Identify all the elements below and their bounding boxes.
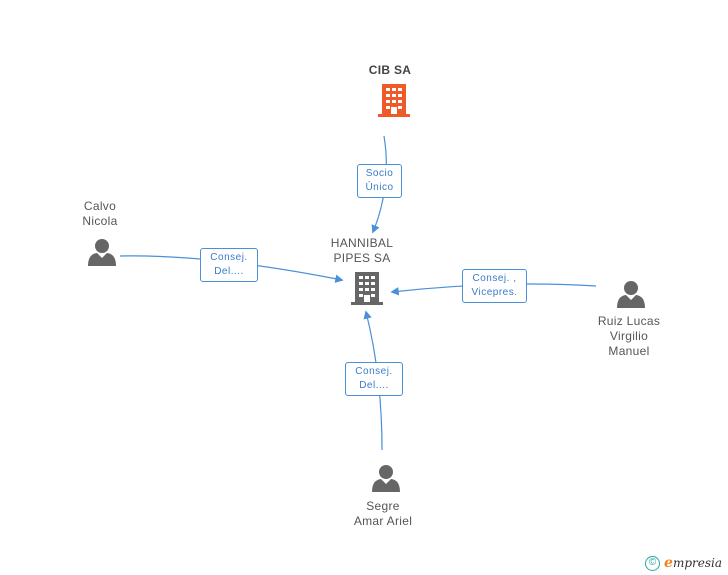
person-icon[interactable] — [372, 465, 400, 492]
person-label-segre[interactable]: Segre Amar Ariel — [353, 499, 413, 528]
empresia-logo: empresia — [664, 555, 722, 571]
building-icon[interactable] — [378, 84, 410, 117]
person-icon[interactable] — [617, 281, 645, 308]
person-label-calvo[interactable]: Calvo Nicola — [82, 199, 118, 228]
person-label-ruiz[interactable]: Ruiz Lucas Virgilio Manuel — [597, 314, 661, 358]
footer-brand[interactable]: ©empresia — [645, 555, 722, 571]
building-icon[interactable] — [351, 272, 383, 305]
relation-label-consej-del[interactable]: Consej. Del.... — [345, 362, 403, 396]
person-icon[interactable] — [88, 239, 116, 266]
relation-label-socio-unico[interactable]: Socio Único — [357, 164, 402, 198]
company-label-hannibal[interactable]: HANNIBAL PIPES SA — [330, 236, 394, 265]
relation-label-consej-del[interactable]: Consej. Del.... — [200, 248, 258, 282]
copyright-icon: © — [645, 555, 661, 571]
company-label-cib[interactable]: CIB SA — [368, 63, 412, 77]
relation-label-consej-vicepres[interactable]: Consej. , Vicepres. — [462, 269, 527, 303]
